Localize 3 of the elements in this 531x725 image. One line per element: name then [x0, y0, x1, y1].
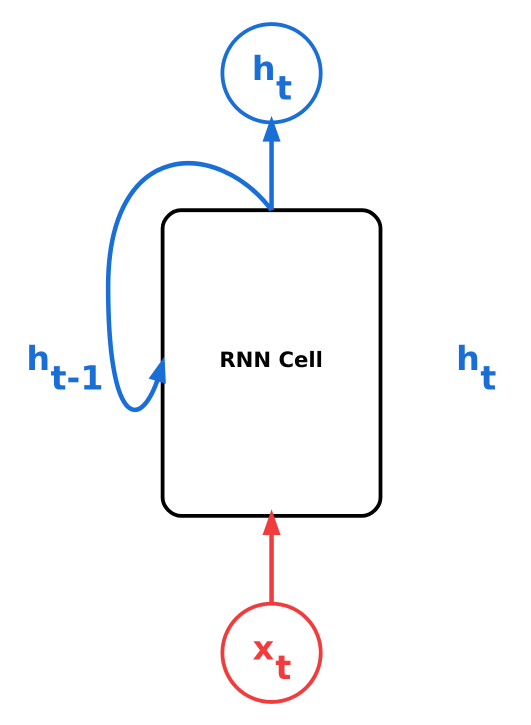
arrow [262, 508, 281, 603]
arrow [262, 115, 281, 210]
node-box: RNN Cell [160, 208, 382, 518]
